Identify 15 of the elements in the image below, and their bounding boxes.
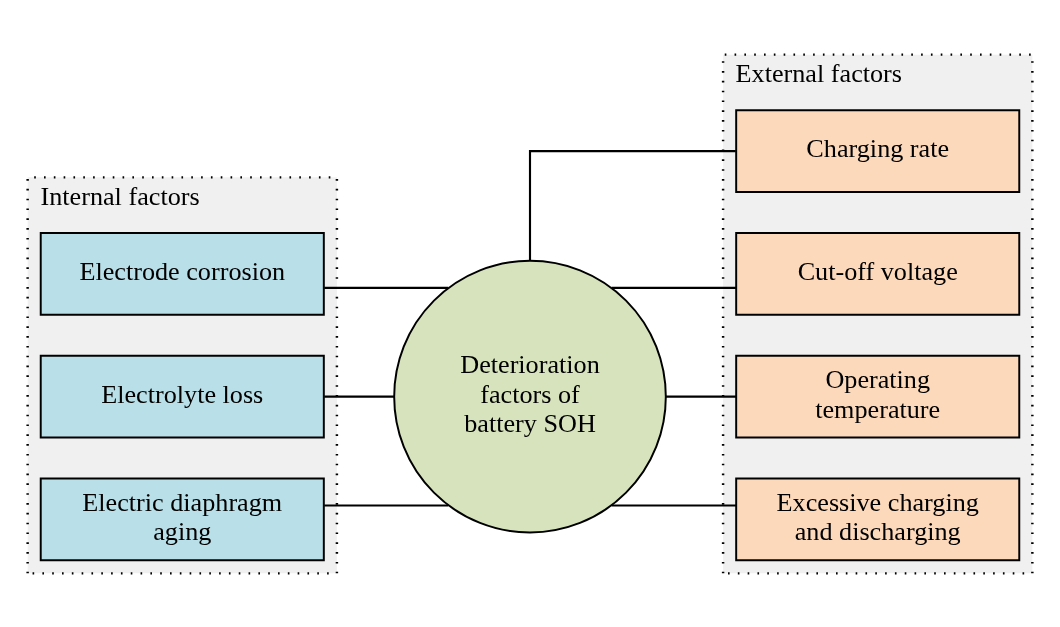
- node-box: Electric diaphragm aging: [39, 476, 325, 561]
- node-box: Electrode corrosion: [39, 231, 325, 316]
- connector: [611, 286, 737, 289]
- node-circle: Deterioration factors of battery SOH: [393, 259, 667, 533]
- node-box: Operating temperature: [735, 354, 1021, 439]
- node-box: Cut-off voltage: [735, 231, 1021, 316]
- connector: [324, 503, 449, 506]
- connector: [324, 286, 449, 289]
- connector: [528, 149, 736, 260]
- connector: [324, 395, 395, 398]
- node-box: Electrolyte loss: [39, 354, 325, 439]
- connector: [665, 395, 737, 398]
- node-box: Charging rate: [735, 108, 1021, 193]
- node-box: Excessive charging and discharging: [735, 476, 1021, 561]
- connector: [611, 503, 737, 506]
